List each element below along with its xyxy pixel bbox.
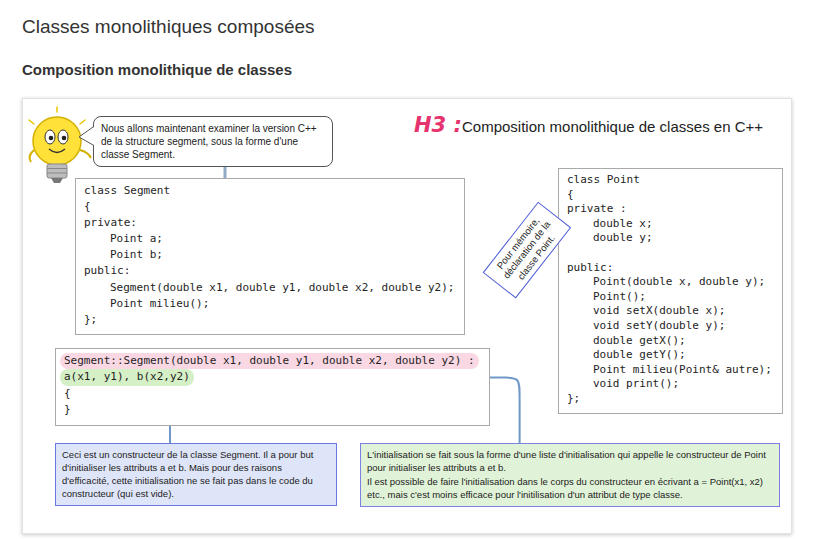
code-line: { [567,188,772,203]
code-line: double x; [567,217,772,232]
code-line: Point b; [84,247,454,263]
code-line: public: [567,261,772,276]
explanation-note: L'initialisation se fait sous la forme d… [360,443,780,507]
node-text: Nous allons maintenant examiner la versi… [101,122,325,161]
class-code-box: class Segment{private:Point a;Point b;pu… [75,178,465,335]
code-line: double y; [567,231,772,246]
code-line: class Segment [84,183,454,199]
code-line: Point milieu(Point& autre); [567,363,772,378]
code-line: Point a; [84,231,454,247]
bubble-tail-outline [79,127,93,145]
code-line: Segment(double x1, double y1, double x2,… [84,280,454,296]
code-line: public: [84,263,454,279]
class-code-box: class Point{private :double x;double y; p… [558,168,783,414]
figure-title: Composition monolithique de classes en C… [462,118,763,135]
node-text: Il est possible de faire l'initialisatio… [367,475,773,501]
section-heading: Composition monolithique de classes [22,61,292,78]
code-line: { [64,386,479,402]
code-line: void setY(double y); [567,319,772,334]
connector-line [169,426,171,443]
code-line: a(x1, y1), b(x2,y2) [60,369,194,385]
code-line: }; [567,392,772,407]
code-line: Point(); [567,290,772,305]
code-line: void print(); [567,377,772,392]
node-text: L'initialisation se fait sous la forme d… [367,448,773,474]
constructor-code-box: Segment::Segment(double x1, double y1, d… [55,348,490,426]
lightbulb-mascot [29,107,91,183]
bubble-tail [79,127,94,145]
connector-line [224,167,227,178]
code-line: Segment::Segment(double x1, double y1, d… [60,353,479,369]
code-line: class Point [567,173,772,188]
code-line: private : [567,202,772,217]
code-line: void setX(double x); [567,304,772,319]
connector-line [490,378,520,443]
code-line: { [84,199,454,215]
code-line: }; [84,312,454,328]
node-text: Pour mémoire, déclaration de la classe P… [489,208,565,292]
code-line: Point(double x, double y); [567,275,772,290]
code-line: private: [84,215,454,231]
code-line: Point milieu(); [84,296,454,312]
heading-level-tag: H3 : [414,113,462,137]
code-line: } [64,402,479,418]
code-line: double getX(); [567,334,772,349]
code-line: double getY(); [567,348,772,363]
explanation-note: Ceci est un constructeur de la classe Se… [55,443,337,506]
node-text: Ceci est un constructeur de la classe Se… [62,448,330,500]
page-title: Classes monolithiques composées [22,16,315,38]
speech-bubble: Nous allons maintenant examiner la versi… [93,116,333,167]
